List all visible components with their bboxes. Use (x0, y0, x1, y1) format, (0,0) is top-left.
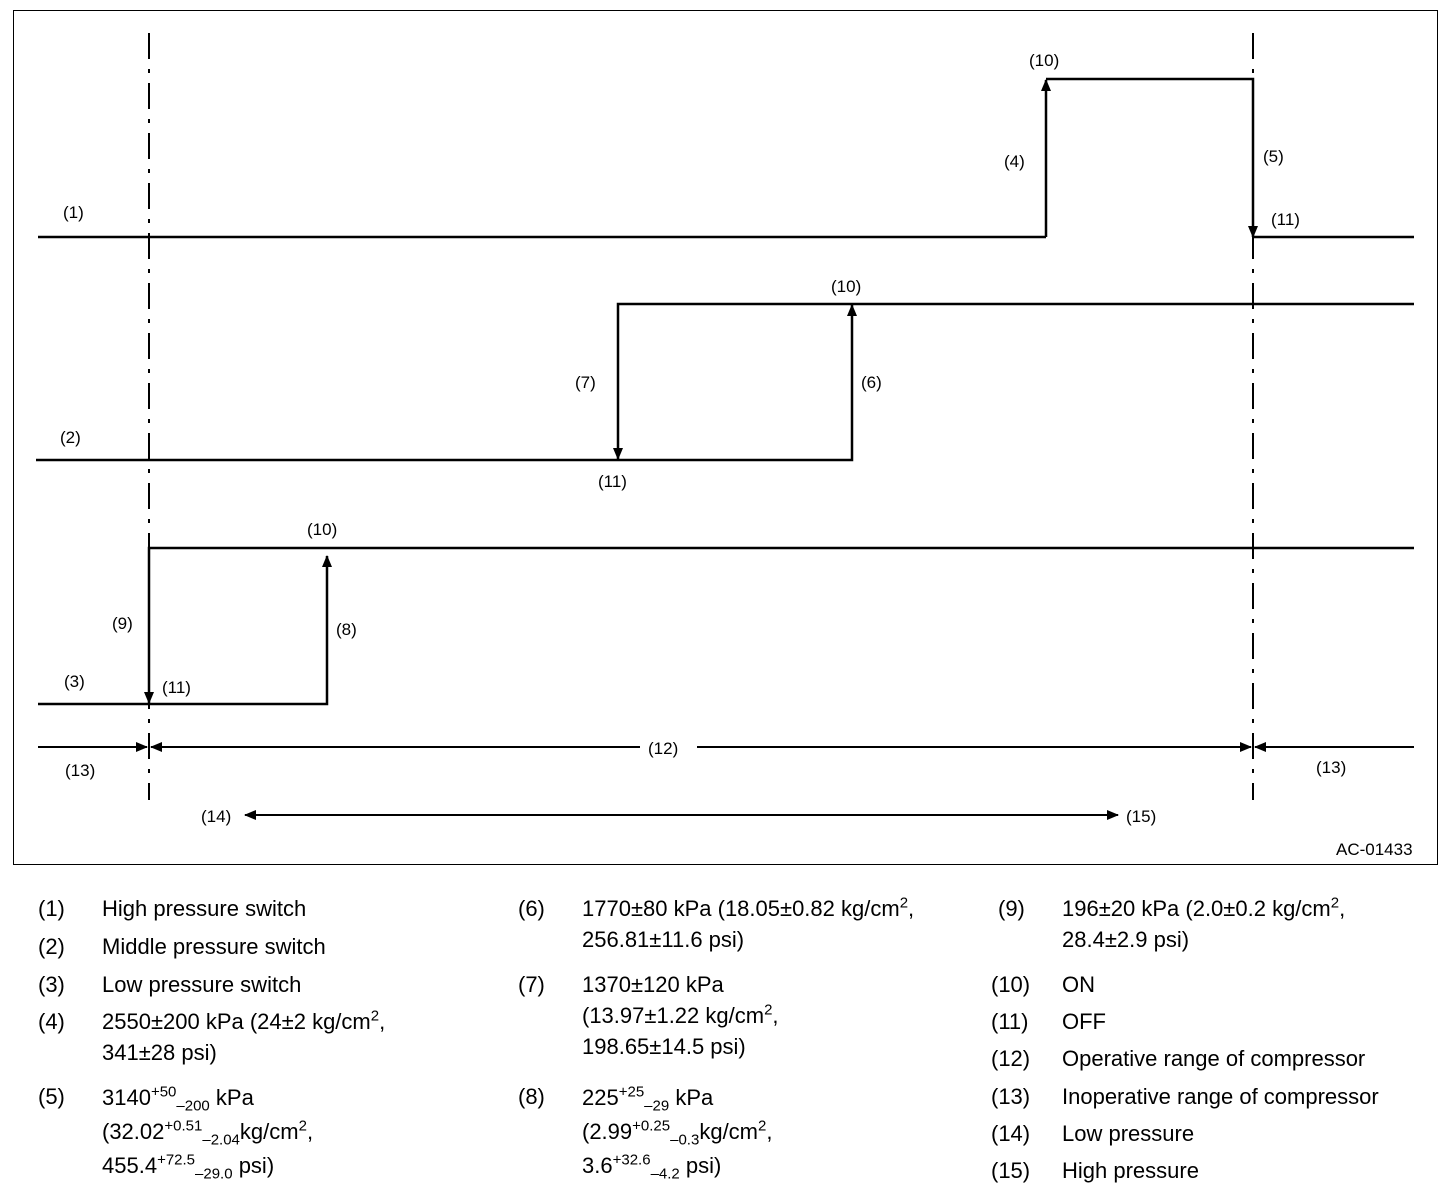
middle-switch-trace (36, 304, 857, 462)
callout-15: (15) (1126, 807, 1156, 826)
legend-value: 1770±80 kPa (18.05±0.82 kg/cm2,256.81±11… (582, 894, 915, 952)
diagram-border (13, 10, 1438, 865)
legend-number: (14) (991, 1121, 1031, 1146)
legend-number: (2) (38, 934, 65, 959)
callout-13-left: (13) (65, 761, 95, 780)
callout-2: (2) (60, 428, 81, 447)
callout-10-low: (10) (307, 520, 337, 539)
legend-number: (13) (991, 1084, 1031, 1109)
middle-switch-on-level (613, 302, 1414, 460)
callout-11-low: (11) (162, 678, 191, 697)
legend-number: (7) (518, 972, 545, 997)
callout-5: (5) (1263, 147, 1284, 166)
callout-12: (12) (648, 739, 678, 758)
legend-number: (8) (518, 1084, 545, 1109)
callout-11-middle: (11) (598, 472, 627, 491)
low-switch-trace (38, 555, 332, 706)
callout-13-right: (13) (1316, 758, 1346, 777)
low-switch-on-level (144, 546, 1414, 704)
callout-9: (9) (112, 614, 133, 633)
legend-number: (4) (38, 1009, 65, 1034)
legend-value: 196±20 kPa (2.0±0.2 kg/cm2,28.4±2.9 psi) (1062, 894, 1346, 952)
callout-3: (3) (64, 672, 85, 691)
legend-label: Operative range of compressor (1062, 1046, 1366, 1071)
legend-value: 1370±120 kPa(13.97±1.22 kg/cm2,198.65±14… (582, 972, 779, 1059)
legend-label: OFF (1062, 1009, 1106, 1034)
legend-label: Low pressure (1062, 1121, 1195, 1146)
high-switch-on-level (1046, 77, 1255, 98)
legend-label: High pressure (1062, 1158, 1199, 1183)
legend-number: (1) (38, 896, 65, 921)
callout-4: (4) (1004, 152, 1025, 171)
callout-11-high: (11) (1271, 210, 1300, 229)
legend-number: (5) (38, 1084, 65, 1109)
legend-number: (12) (991, 1046, 1031, 1071)
legend-number: (11) (991, 1009, 1029, 1034)
legend-number: (6) (518, 896, 545, 921)
callout-6: (6) (861, 373, 882, 392)
legend-number: (9) (998, 896, 1025, 921)
callout-14: (14) (201, 807, 231, 826)
legend-number: (10) (991, 972, 1031, 997)
legend-label: Middle pressure switch (102, 934, 326, 959)
legend-value: 3140+50–200 kPa(32.02+0.51–2.04kg/cm2,45… (102, 1083, 314, 1183)
legend-label: High pressure switch (102, 896, 307, 921)
figure-code: AC-01433 (1336, 840, 1413, 859)
callout-10-middle: (10) (831, 277, 861, 296)
legend-label: Low pressure switch (102, 972, 302, 997)
callout-8: (8) (336, 620, 357, 639)
callout-7: (7) (575, 373, 596, 392)
legend-number: (3) (38, 972, 65, 997)
legend-value: 225+25–29 kPa(2.99+0.25–0.3kg/cm2,3.6+32… (582, 1083, 773, 1183)
callout-1: (1) (63, 203, 84, 222)
pressure-switch-diagram: (1) (2) (3) (4) (5) (6) (7) (8) (9) (10)… (13, 10, 1438, 865)
callout-10-high: (10) (1029, 51, 1059, 70)
legend-label: Inoperative range of compressor (1062, 1084, 1379, 1109)
legend-number: (15) (991, 1158, 1031, 1183)
legend-value: 2550±200 kPa (24±2 kg/cm2,341±28 psi) (102, 1007, 386, 1065)
legend-label: ON (1062, 972, 1095, 997)
